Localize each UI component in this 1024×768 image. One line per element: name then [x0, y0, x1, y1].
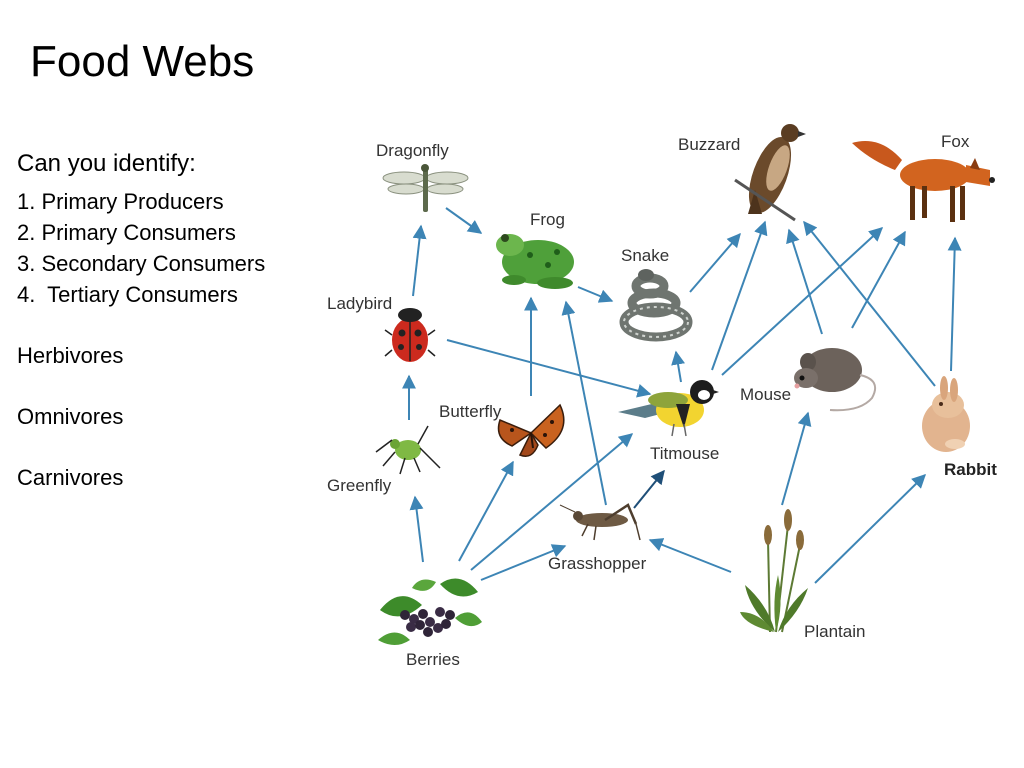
- question-item: 4. Tertiary Consumers: [17, 282, 238, 307]
- arrow-frog-snake: [577, 286, 614, 303]
- fox-illustration: [852, 141, 995, 222]
- arrow-mouse-buzzard: [786, 228, 823, 335]
- arrow-rabbit-buzzard: [803, 220, 936, 387]
- label-rabbit: Rabbit: [944, 460, 997, 479]
- label-dragonfly: Dragonfly: [376, 141, 449, 160]
- arrow-snake-buzzard: [689, 232, 741, 293]
- label-fox: Fox: [941, 132, 970, 151]
- question-item: 2. Primary Consumers: [17, 220, 236, 245]
- snake-illustration: [619, 269, 693, 342]
- question-panel: Can you identify: 1. Primary Producers 2…: [17, 148, 317, 493]
- titmouse-illustration: [618, 380, 719, 437]
- frog-illustration: [496, 234, 574, 289]
- arrow-berries-grasshopper: [480, 544, 567, 581]
- label-mouse: Mouse: [740, 385, 791, 404]
- grasshopper-illustration: [559, 503, 641, 541]
- slide-title: Food Webs: [30, 37, 255, 86]
- arrow-plantain-mouse: [781, 411, 812, 506]
- label-greenfly: Greenfly: [327, 476, 392, 495]
- label-snake: Snake: [621, 246, 669, 265]
- label-titmouse: Titmouse: [650, 444, 719, 463]
- label-grasshopper: Grasshopper: [548, 554, 647, 573]
- label-ladybird: Ladybird: [327, 294, 392, 313]
- label-frog: Frog: [530, 210, 565, 229]
- label-butterfly: Butterfly: [439, 402, 502, 421]
- arrow-grasshopper-titmouse: [633, 469, 665, 509]
- mouse-illustration: [794, 348, 876, 412]
- butterfly-illustration: [497, 403, 565, 457]
- plantain-illustration: [740, 509, 808, 633]
- arrow-plantain-rabbit: [814, 474, 926, 584]
- arrow-titmouse-snake: [671, 350, 685, 383]
- rabbit-illustration: [922, 376, 970, 452]
- label-berries: Berries: [406, 650, 460, 669]
- arrow-rabbit-fox: [947, 236, 962, 372]
- arrow-ladybird-dragonfly: [412, 224, 427, 297]
- arrow-grasshopper-frog: [561, 300, 607, 506]
- arrow-titmouse-fox: [721, 227, 884, 376]
- arrow-titmouse-buzzard: [711, 220, 768, 371]
- category-carnivores: Carnivores: [17, 465, 124, 490]
- category-herbivores: Herbivores: [17, 343, 124, 368]
- arrow-berries-greenfly: [409, 495, 424, 563]
- prompt-text: Can you identify:: [17, 150, 196, 177]
- arrow-group: [402, 207, 962, 584]
- arrow-berries-titmouse: [470, 433, 634, 571]
- question-item: 1. Primary Producers: [17, 189, 224, 214]
- arrow-mouse-fox: [851, 230, 906, 329]
- greenfly-illustration: [375, 425, 441, 475]
- ladybird-illustration: [384, 308, 436, 362]
- label-plantain: Plantain: [804, 622, 865, 641]
- label-buzzard: Buzzard: [678, 135, 740, 154]
- category-omnivores: Omnivores: [17, 404, 124, 429]
- arrow-plantain-grasshopper: [648, 538, 732, 573]
- arrow-ladybird-titmouse: [446, 339, 652, 398]
- berries-illustration: [378, 578, 482, 645]
- arrow-berries-butterfly: [458, 460, 514, 562]
- dragonfly-illustration: [382, 164, 469, 212]
- arrow-dragonfly-frog: [445, 207, 483, 234]
- buzzard-illustration: [734, 124, 806, 222]
- question-item: 3. Secondary Consumers: [17, 251, 266, 276]
